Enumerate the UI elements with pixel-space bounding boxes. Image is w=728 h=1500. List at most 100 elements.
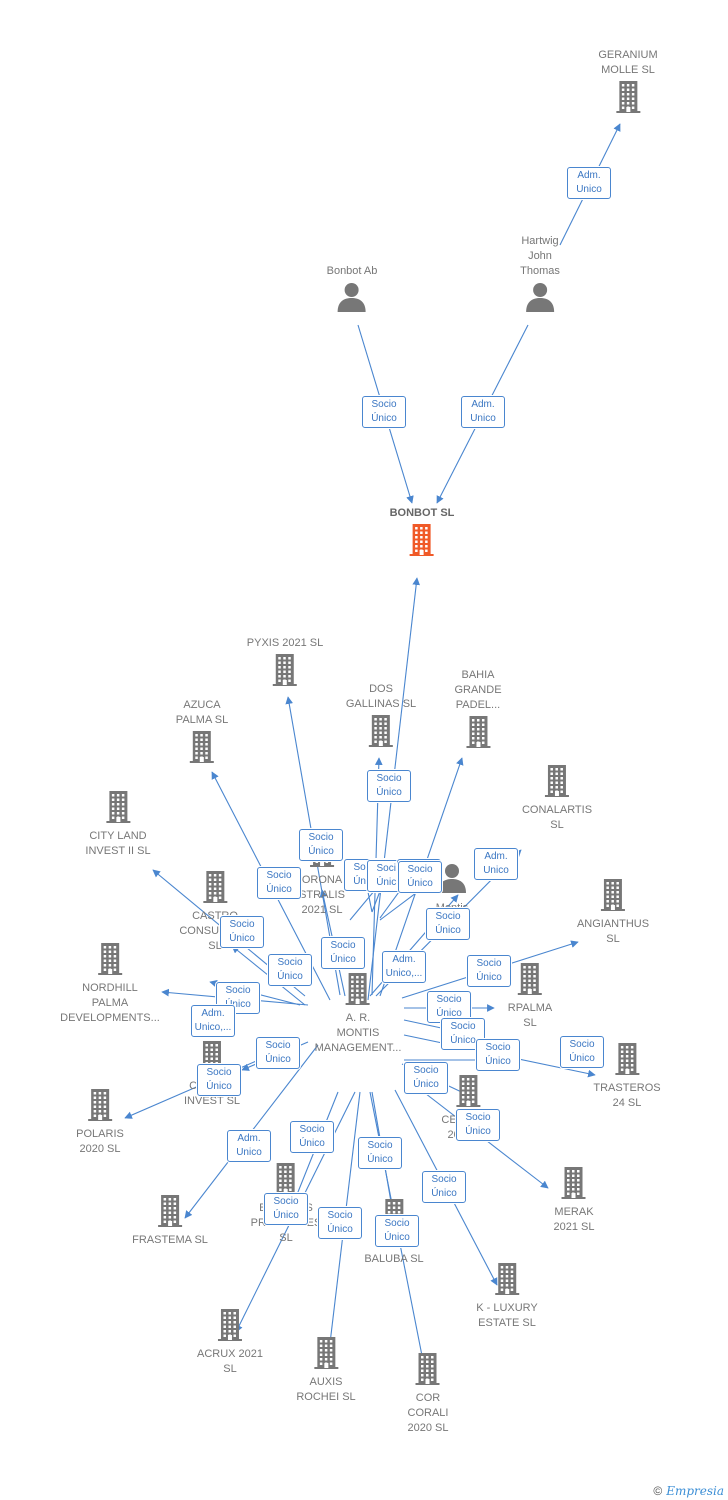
node-label: GERANIUM MOLLE SL (598, 49, 658, 76)
node-label: CITY LAND INVEST II SL (85, 830, 151, 857)
edge-label-0[interactable]: Adm. Unico (567, 167, 611, 199)
building-icon (456, 1075, 480, 1107)
node-dosgallinas[interactable]: DOS GALLINAS SL (346, 682, 416, 753)
edge-label-28[interactable]: Socio Único (318, 1207, 362, 1239)
node-label: ORONA STRALIS 2021 SL (299, 874, 345, 916)
node-merak[interactable]: MERAK 2021 SL (553, 1164, 595, 1235)
node-geranium[interactable]: GERANIUM MOLLE SL (598, 48, 658, 119)
building-icon (616, 81, 640, 113)
node-icon-wrap (434, 860, 470, 901)
node-icon-wrap (308, 1334, 344, 1375)
building-icon (494, 1263, 519, 1295)
node-bahia[interactable]: BAHIA GRANDE PADEL... (454, 668, 502, 754)
edge-label-25[interactable]: Adm. Unico (227, 1130, 271, 1162)
node-label: RPALMA SL (507, 1002, 553, 1029)
node-icon-wrap (334, 279, 370, 320)
node-nordhill[interactable]: NORDHILL PALMA DEVELOPMENTS... (60, 940, 160, 1026)
edge-label-8[interactable]: Socio Único (426, 908, 470, 940)
edge-label-11[interactable]: Socio Único (220, 916, 264, 948)
node-icon-wrap (556, 1164, 592, 1205)
edge-label-24[interactable]: Socio Único (422, 1171, 466, 1203)
node-azuca[interactable]: AZUCA PALMA SL (176, 698, 228, 769)
node-kluxury[interactable]: K - LUXURY ESTATE SL (476, 1260, 538, 1331)
node-label: Hartwig John Thomas (520, 235, 560, 277)
edge-label-22[interactable]: Socio Único (404, 1062, 448, 1094)
edge-label-27[interactable]: Socio Único (264, 1193, 308, 1225)
node-icon-wrap (100, 788, 136, 829)
node-hartwig[interactable]: Hartwig John Thomas (520, 234, 560, 320)
node-angianthus[interactable]: ANGIANTHUS SL (577, 876, 649, 947)
edge-label-12[interactable]: Socio Único (268, 954, 312, 986)
building-icon (517, 963, 542, 995)
node-icon-wrap (268, 1160, 304, 1201)
node-polaris[interactable]: POLARIS 2020 SL (76, 1086, 124, 1157)
node-bonbot[interactable]: BONBOT SL (389, 506, 455, 562)
node-icon-wrap (512, 960, 548, 1001)
node-icon-wrap (152, 1192, 188, 1233)
building-icon (368, 715, 393, 747)
edge-label-26[interactable]: Socio Único (290, 1121, 334, 1153)
node-cityland[interactable]: CITY LAND INVEST II SL (85, 788, 151, 859)
node-auxis[interactable]: AUXIS ROCHEI SL (296, 1334, 356, 1405)
node-icon-wrap (340, 970, 376, 1011)
node-label: MERAK 2021 SL (553, 1206, 595, 1233)
building-icon (313, 1337, 338, 1369)
node-label: TRASTEROS 24 SL (593, 1082, 661, 1109)
node-rpalma[interactable]: RPALMA SL (508, 960, 552, 1031)
person-icon (438, 864, 466, 893)
node-conalartis[interactable]: CONALARTIS SL (522, 762, 592, 833)
node-label: DOS GALLINAS SL (345, 683, 417, 710)
node-icon-wrap (82, 1086, 118, 1127)
node-icon-wrap (404, 521, 440, 562)
node-label: POLARIS 2020 SL (76, 1128, 124, 1155)
building-icon (345, 973, 370, 1005)
edge-label-5[interactable]: Socio Único (257, 867, 301, 899)
edge-label-30[interactable]: Socio Único (375, 1215, 419, 1247)
person-icon (338, 283, 366, 312)
node-label: BAHIA GRANDE PADEL... (454, 669, 502, 711)
edge-label-2[interactable]: Adm. Unico (461, 396, 505, 428)
edge-label-3[interactable]: Socio Único (367, 770, 411, 802)
node-label: A. R. MONTIS MANAGEMENT... (314, 1012, 402, 1054)
node-pyxis[interactable]: PYXIS 2021 SL (247, 636, 323, 692)
node-trasteros[interactable]: TRASTEROS 24 SL (593, 1040, 661, 1111)
building-icon (274, 1163, 298, 1195)
edge-label-29[interactable]: Socio Único (358, 1137, 402, 1169)
building-icon (157, 1195, 182, 1227)
edge-label-15[interactable]: Socio Único (256, 1037, 300, 1069)
building-icon (601, 879, 625, 911)
node-label: PYXIS 2021 SL (246, 637, 324, 649)
node-icon-wrap (539, 762, 575, 803)
building-icon (466, 716, 490, 748)
edge-label-4[interactable]: Socio Único (299, 829, 343, 861)
node-frastema[interactable]: FRASTEMA SL (132, 1192, 208, 1248)
node-bonbotab[interactable]: Bonbot Ab (327, 264, 377, 320)
building-icon (217, 1309, 242, 1341)
person-icon (526, 283, 554, 312)
node-armontis[interactable]: A. R. MONTIS MANAGEMENT... (314, 970, 402, 1056)
node-label: BONBOT SL (389, 507, 455, 519)
edge-label-7[interactable]: Adm. Unico (474, 848, 518, 880)
edge-label-9[interactable]: Adm. Unico,... (382, 951, 426, 983)
node-label: K - LUXURY ESTATE SL (476, 1302, 538, 1329)
building-icon (189, 731, 214, 763)
edge-label-1[interactable]: Socio Único (362, 396, 406, 428)
building-icon (97, 943, 122, 975)
node-label: CONALARTIS SL (521, 804, 593, 831)
edge-label-23[interactable]: Socio Único (456, 1109, 500, 1141)
edge-label-14[interactable]: Adm. Unico,... (191, 1005, 235, 1037)
node-label: FRASTEMA SL (132, 1234, 208, 1246)
node-icon-wrap (610, 78, 646, 119)
edge-label-10[interactable]: Socio Único (321, 937, 365, 969)
node-icon-wrap (197, 868, 233, 909)
node-icon-wrap (595, 876, 631, 917)
edge-label-21[interactable]: Socio Único (476, 1039, 520, 1071)
node-icon-wrap (410, 1350, 446, 1391)
edge-label-17[interactable]: Socio Único (467, 955, 511, 987)
edge-label-16[interactable]: Socio Único (197, 1064, 241, 1096)
edge-label-35[interactable]: Socio Único (398, 861, 442, 893)
node-corcorali[interactable]: COR CORALI 2020 SL (408, 1350, 448, 1436)
brand-name: Empresia (666, 1484, 724, 1498)
edge-label-20[interactable]: Socio Único (560, 1036, 604, 1068)
node-acrux[interactable]: ACRUX 2021 SL (197, 1306, 263, 1377)
